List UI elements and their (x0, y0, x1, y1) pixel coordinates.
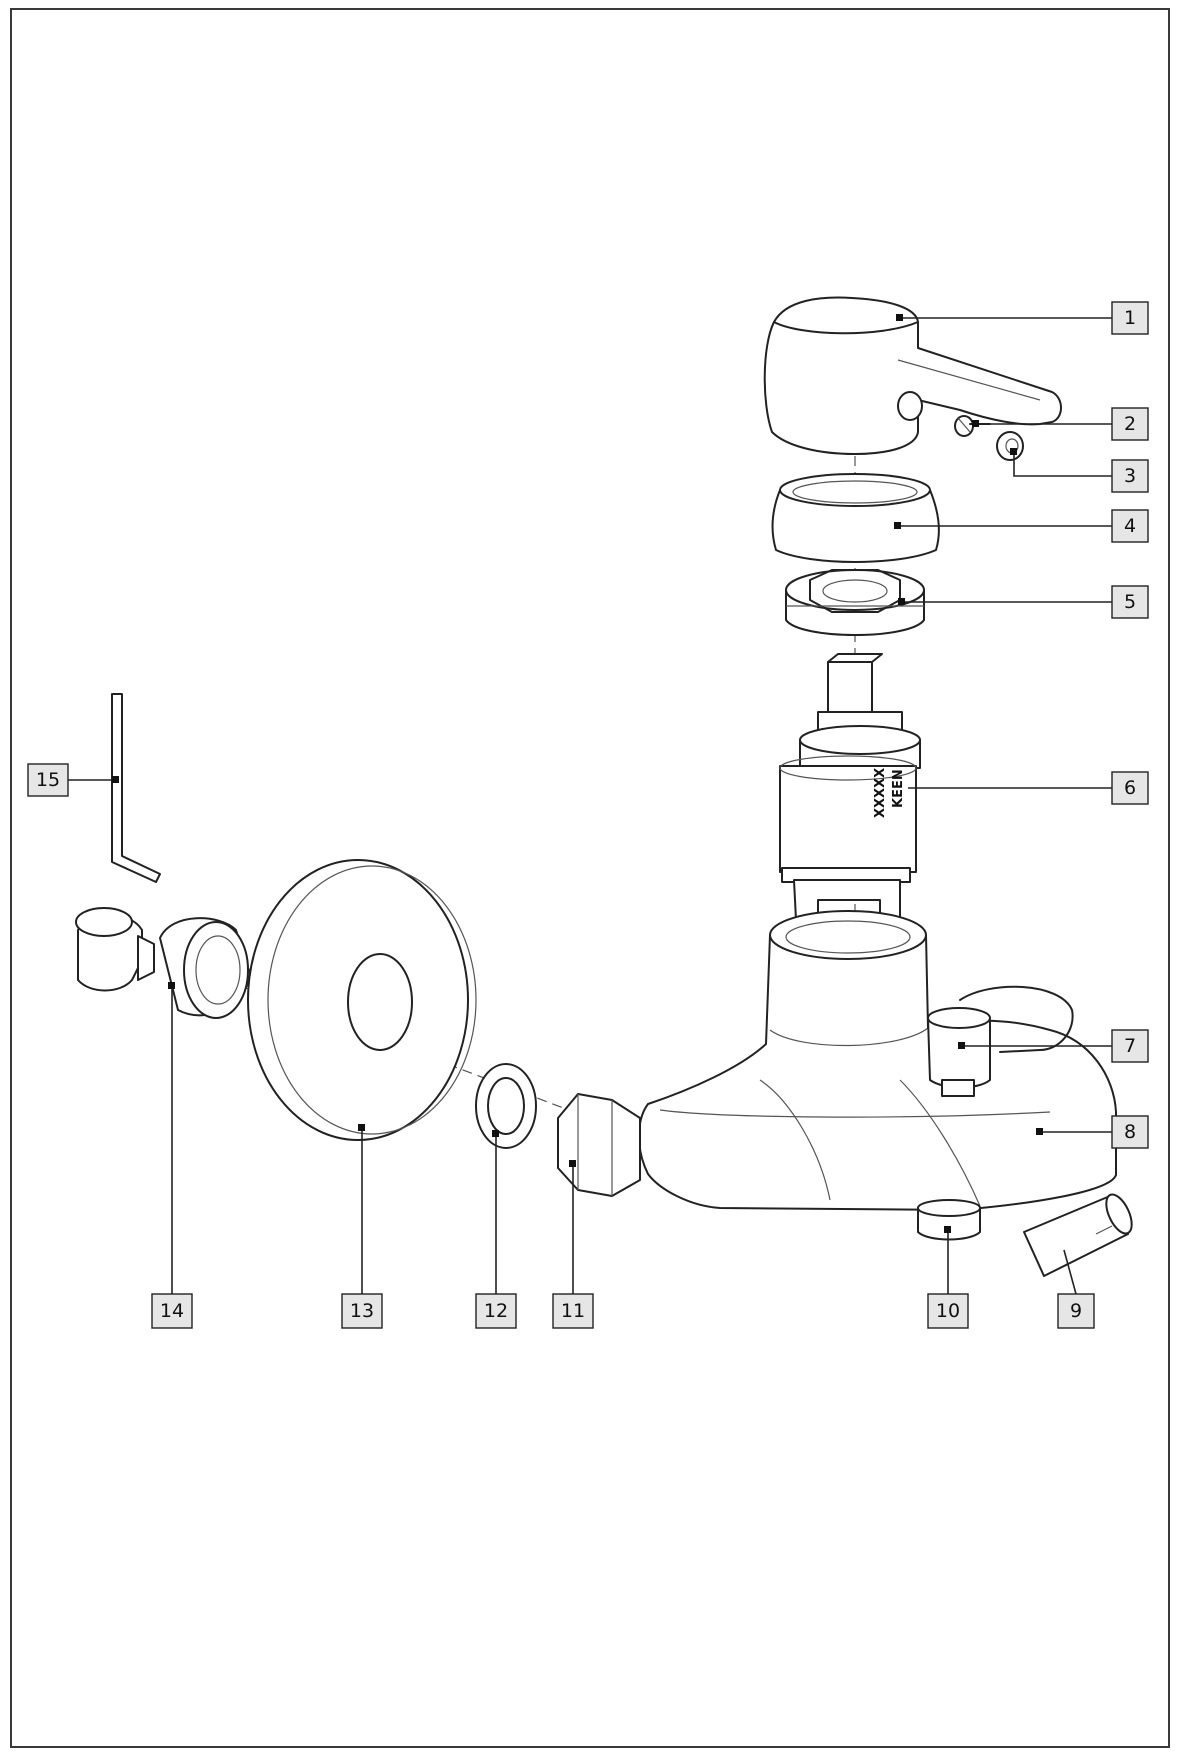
callout-8: 8 (1111, 1115, 1149, 1149)
callout-label: 14 (160, 1300, 184, 1322)
leader-lines (68, 317, 1112, 1295)
callout-9: 9 (1057, 1293, 1095, 1329)
callout-3: 3 (1111, 459, 1149, 493)
callout-label: 4 (1124, 515, 1136, 537)
page-border (10, 8, 1170, 1748)
leader-dots (112, 314, 1043, 1233)
callout-12: 12 (475, 1293, 517, 1329)
callout-label: 3 (1124, 465, 1136, 487)
callout-label: 8 (1124, 1121, 1136, 1143)
faucet-body (638, 910, 1117, 1211)
callout-label: 13 (350, 1300, 374, 1322)
hex-connector (557, 1093, 641, 1197)
callout-14: 14 (151, 1293, 193, 1329)
callout-label: 10 (936, 1300, 960, 1322)
spout-aerator (1023, 1193, 1133, 1277)
cartridge: KEEN XXXXX (779, 653, 921, 921)
callout-5: 5 (1111, 585, 1149, 619)
callout-7: 7 (1111, 1029, 1149, 1063)
callout-4: 4 (1111, 509, 1149, 543)
eccentric-connector (75, 907, 251, 1019)
lever-handle (763, 296, 1062, 455)
callout-label: 15 (36, 769, 60, 791)
callout-10: 10 (927, 1293, 969, 1329)
escutcheon (247, 859, 477, 1141)
cartridge-code-text: XXXXX (873, 768, 888, 818)
callout-6: 6 (1111, 771, 1149, 805)
callout-label: 7 (1124, 1035, 1136, 1057)
decorative-cover (771, 473, 940, 563)
washer (475, 1063, 537, 1149)
callout-15: 15 (27, 763, 69, 797)
callout-label: 6 (1124, 777, 1136, 799)
callout-label: 1 (1124, 307, 1136, 329)
callout-label: 2 (1124, 413, 1136, 435)
callout-13: 13 (341, 1293, 383, 1329)
callout-2: 2 (1111, 407, 1149, 441)
bottom-nozzle (917, 1199, 981, 1241)
allen-key (111, 693, 161, 883)
callout-label: 5 (1124, 591, 1136, 613)
diverter-knob (927, 1007, 991, 1097)
callout-label: 11 (561, 1300, 585, 1322)
callout-label: 9 (1070, 1300, 1082, 1322)
indicator-cap (996, 431, 1024, 461)
cartridge-brand-text: KEEN (891, 769, 906, 808)
callout-11: 11 (552, 1293, 594, 1329)
callout-1: 1 (1111, 301, 1149, 335)
callout-label: 12 (484, 1300, 508, 1322)
retaining-nut (785, 569, 925, 636)
